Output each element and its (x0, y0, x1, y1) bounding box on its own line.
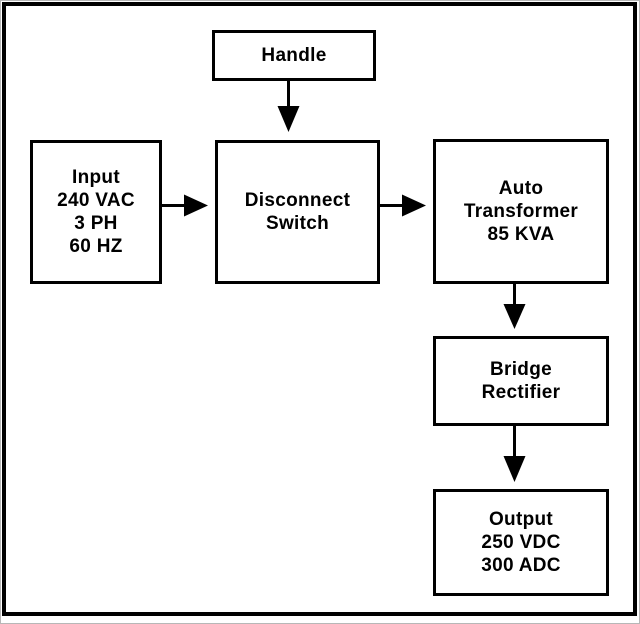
bridge-rectifier-line-1: Bridge (490, 359, 552, 380)
arrow-input-to-disconnect (156, 194, 208, 217)
auto-transformer-line-3: 85 KVA (487, 224, 555, 245)
disconnect-switch-box: Disconnect Switch (215, 140, 380, 284)
output-box: Output 250 VDC 300 ADC (433, 489, 609, 596)
output-box-line-3: 300 ADC (481, 555, 561, 576)
output-box-line-1: Output (488, 509, 554, 530)
input-box: Input 240 VAC 3 PH 60 HZ (30, 140, 162, 284)
disconnect-switch-line-2: Switch (265, 213, 330, 234)
auto-transformer-box: Auto Transformer 85 KVA (433, 139, 609, 284)
auto-transformer-line-1: Auto (498, 178, 544, 199)
handle-box: Handle (212, 30, 376, 81)
input-box-line-3: 3 PH (74, 213, 118, 234)
arrow-transformer-to-rectifier (503, 278, 526, 329)
handle-box-label: Handle (261, 45, 327, 66)
input-box-line-2: 240 VAC (57, 190, 135, 211)
arrow-disconnect-to-transformer (374, 194, 426, 217)
bridge-rectifier-box: Bridge Rectifier (433, 336, 609, 426)
bridge-rectifier-line-2: Rectifier (481, 382, 561, 403)
arrow-handle-to-disconnect (277, 75, 300, 132)
arrow-rectifier-to-output (503, 420, 526, 482)
auto-transformer-line-2: Transformer (463, 201, 579, 222)
input-box-line-1: Input (72, 167, 120, 188)
disconnect-switch-line-1: Disconnect (244, 190, 351, 211)
input-box-line-4: 60 HZ (69, 236, 123, 257)
output-box-line-2: 250 VDC (481, 532, 561, 553)
diagram-frame: Handle Input 240 VAC 3 PH 60 HZ Disconne… (2, 2, 637, 616)
